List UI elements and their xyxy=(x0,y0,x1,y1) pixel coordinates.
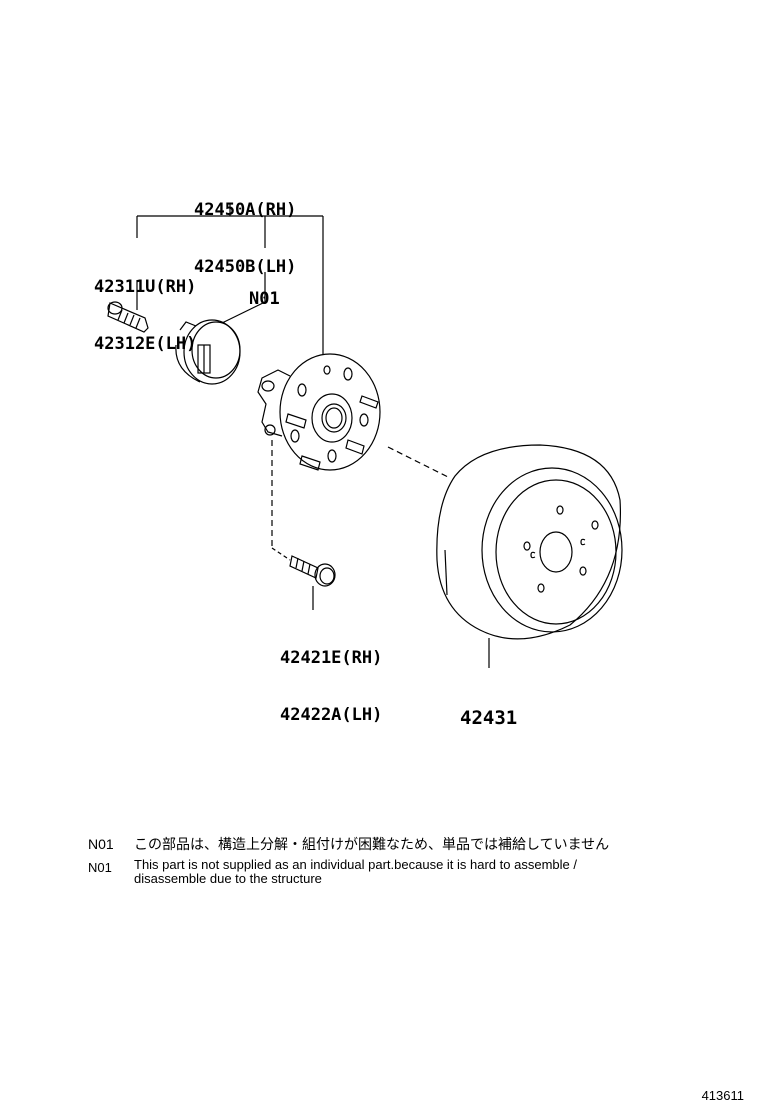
hub-bolt-label: 42311U(RH) 42312E(LH) xyxy=(94,240,196,392)
disc-label: 42431 xyxy=(460,671,517,766)
hub-assembly-part-lh: 42450B(LH) xyxy=(194,257,297,277)
brake-disc-drawing xyxy=(436,444,623,640)
hub-bolt-drawing xyxy=(107,301,149,333)
disc-part-number: 42431 xyxy=(460,707,518,729)
leader-lines xyxy=(136,204,490,668)
mounting-bolt-drawing xyxy=(289,555,336,587)
note-code: N01 xyxy=(88,860,112,875)
figure-id: 413611 xyxy=(701,1088,744,1103)
hub-assembly-drawing xyxy=(257,353,381,471)
hub-bolt-part-lh: 42312E(LH) xyxy=(94,334,197,354)
hub-assembly-part-rh: 42450A(RH) xyxy=(194,200,297,220)
bearing-drawing xyxy=(175,319,241,385)
mounting-bolt-label: 42421E(RH) 42422A(LH) xyxy=(280,611,382,763)
hub-assembly-label: 42450A(RH) 42450B(LH) xyxy=(194,163,296,315)
note-code: N01 xyxy=(88,836,114,852)
note-english: N01 This part is not supplied as an indi… xyxy=(88,858,708,888)
hub-bolt-part-rh: 42311U(RH) xyxy=(94,277,197,297)
mounting-bolt-part-lh: 42422A(LH) xyxy=(280,705,383,725)
note-text: This part is not supplied as an individu… xyxy=(134,857,577,886)
bearing-note-code: N01 xyxy=(249,289,280,309)
bearing-label: N01 xyxy=(249,252,290,347)
note-japanese: N01 この部品は、構造上分解・組付けが困難なため、単品では補給していません xyxy=(88,837,708,855)
mounting-bolt-part-rh: 42421E(RH) xyxy=(280,648,383,668)
note-text: この部品は、構造上分解・組付けが困難なため、単品では補給していません xyxy=(134,836,610,852)
